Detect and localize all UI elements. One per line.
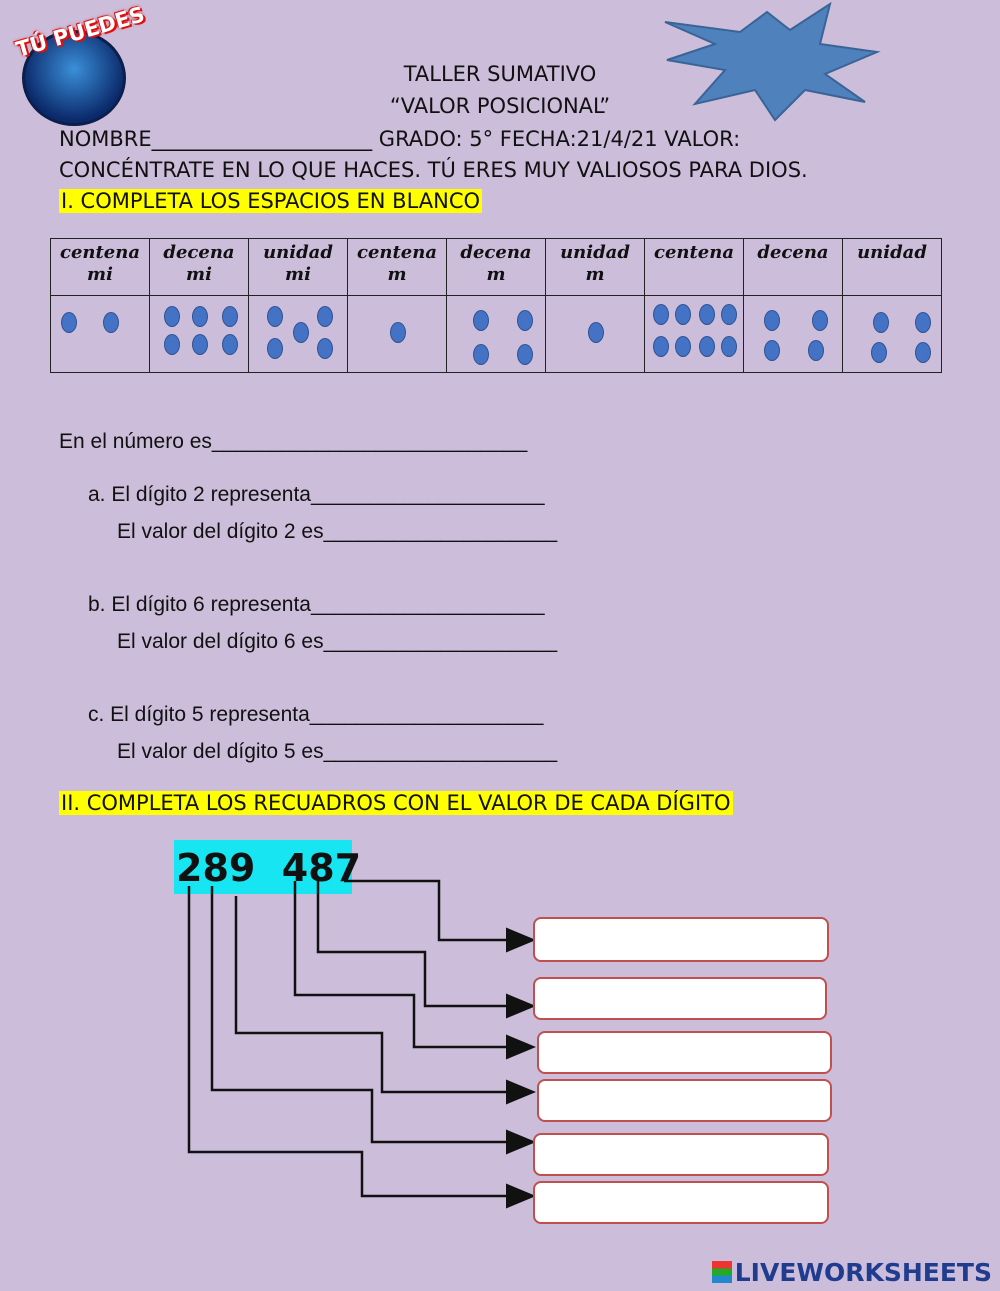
question-c-value: El valor del dígito 5 es________________… <box>117 740 558 763</box>
header-cell-line1: centena <box>653 242 734 263</box>
counter-dot <box>653 336 669 357</box>
dots-cell <box>248 295 348 373</box>
section2-heading-wrap: II. COMPLETA LOS RECUADROS CON EL VALOR … <box>59 791 733 815</box>
header-cell-line2: m <box>387 264 407 285</box>
header-cell-line1: centena <box>356 242 437 263</box>
header-cell-line2: m <box>585 264 605 285</box>
counter-dot <box>317 306 333 327</box>
number-line: En el número es_________________________… <box>59 430 528 453</box>
counter-dot <box>764 310 780 331</box>
header-cell-line2: mi <box>285 264 311 285</box>
counter-dot <box>915 342 931 363</box>
dots-cell <box>50 295 150 373</box>
worksheet-subtitle: “VALOR POSICIONAL” <box>389 94 611 118</box>
counter-dot <box>675 336 691 357</box>
table-dots-row <box>50 295 942 373</box>
counter-dot <box>164 334 180 355</box>
section1-heading: I. COMPLETA LOS ESPACIOS EN BLANCO <box>59 189 483 213</box>
counter-dot <box>222 306 238 327</box>
worksheet-title: TALLER SUMATIVO <box>403 62 597 86</box>
dots-cell <box>545 295 645 373</box>
counter-dot <box>721 336 737 357</box>
answer-box-6[interactable] <box>533 1181 829 1224</box>
liveworksheets-logo: LIVEWORKSHEETS <box>711 1258 992 1287</box>
header-cell-line1: unidad <box>263 242 333 263</box>
dots-cell <box>743 295 843 373</box>
counter-dot <box>699 336 715 357</box>
counter-dot <box>808 340 824 361</box>
motto-line: CONCÉNTRATE EN LO QUE HACES. TÚ ERES MUY… <box>59 158 808 182</box>
brand-icon <box>711 1261 732 1283</box>
counter-dot <box>192 306 208 327</box>
header-cell-line2: mi <box>186 264 212 285</box>
counter-dot <box>164 306 180 327</box>
counter-dot <box>653 304 669 325</box>
star-shape <box>664 2 881 122</box>
question-a: a. El dígito 2 representa_______________… <box>88 483 545 506</box>
counter-dot <box>61 312 77 333</box>
counter-dot <box>390 322 406 343</box>
header-cell-line1: decena <box>757 242 829 263</box>
big-number: 289 487 <box>174 840 361 894</box>
counter-dot <box>293 322 309 343</box>
dots-cell <box>347 295 447 373</box>
counter-dot <box>267 338 283 359</box>
counter-dot <box>517 344 533 365</box>
question-b-value: El valor del dígito 6 es________________… <box>117 630 558 653</box>
header-cell-line1: decena <box>460 242 532 263</box>
question-a-value: El valor del dígito 2 es________________… <box>117 520 558 543</box>
logo-badge <box>22 30 126 126</box>
answer-box-2[interactable] <box>533 977 827 1020</box>
counter-dot <box>517 310 533 331</box>
question-c: c. El dígito 5 representa_______________… <box>88 703 544 726</box>
section1-heading-wrap: I. COMPLETA LOS ESPACIOS EN BLANCO <box>59 189 483 213</box>
counter-dot <box>675 304 691 325</box>
header-cell-line1: decena <box>163 242 235 263</box>
answer-box-5[interactable] <box>533 1133 829 1176</box>
counter-dot <box>812 310 828 331</box>
counter-dot <box>473 344 489 365</box>
section2-heading: II. COMPLETA LOS RECUADROS CON EL VALOR … <box>59 791 733 815</box>
counter-dot <box>588 322 604 343</box>
header-cell: centena <box>644 238 744 296</box>
counter-dot <box>915 312 931 333</box>
counter-dot <box>871 342 887 363</box>
counter-dot <box>699 304 715 325</box>
dots-cell <box>842 295 942 373</box>
counter-dot <box>192 334 208 355</box>
header-cell-line1: unidad <box>560 242 630 263</box>
header-cell-line2: m <box>486 264 506 285</box>
counter-dot <box>721 304 737 325</box>
dots-cell <box>644 295 744 373</box>
header-cell-line1: unidad <box>857 242 927 263</box>
question-b: b. El dígito 6 representa_______________… <box>88 593 545 616</box>
counter-dot <box>873 312 889 333</box>
counter-dot <box>103 312 119 333</box>
counter-dot <box>473 310 489 331</box>
info-line: NOMBRE_____________________ GRADO: 5° FE… <box>59 127 741 151</box>
answer-box-3[interactable] <box>537 1031 832 1074</box>
counter-dot <box>764 340 780 361</box>
answer-box-1[interactable] <box>533 917 829 962</box>
header-cell-line1: centena <box>59 242 140 263</box>
counter-dot <box>267 306 283 327</box>
answer-box-4[interactable] <box>537 1079 832 1122</box>
header-cell: decena <box>743 238 843 296</box>
dots-cell <box>149 295 249 373</box>
brand-text: LIVEWORKSHEETS <box>734 1258 992 1287</box>
counter-dot <box>222 334 238 355</box>
header-cell-line2: mi <box>87 264 113 285</box>
counter-dot <box>317 338 333 359</box>
